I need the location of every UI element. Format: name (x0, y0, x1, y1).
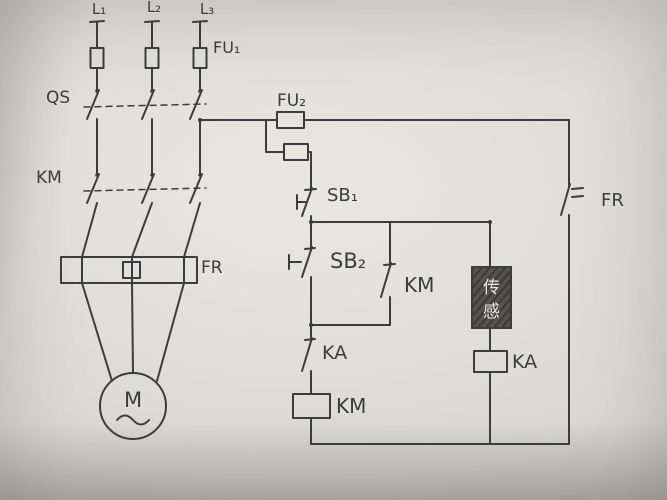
sensor-label-top: 传 (483, 278, 500, 298)
fuse-fu1-symbol (89, 47, 105, 69)
km-blade (86, 173, 100, 204)
motor-symbol: M (99, 372, 167, 440)
sensor-box (471, 266, 512, 329)
thermal-relay-fr-symbol (60, 256, 198, 284)
label-l1: L₁ (92, 0, 106, 18)
phase-line-l1 (81, 20, 113, 382)
fuse-fu2-symbol (276, 111, 305, 129)
km-coil-symbol (292, 393, 331, 419)
label-sb2: SB₂ (330, 249, 366, 273)
km-interlock-dash (83, 187, 207, 192)
label-fu2: FU₂ (277, 91, 306, 111)
qs-blade (86, 89, 100, 120)
phase-line-l3 (156, 20, 208, 382)
qs-blade (141, 89, 155, 120)
label-ka-coil: KA (512, 351, 537, 373)
ka-contact-symbol (301, 324, 316, 395)
control-circuit: 传 感 (198, 111, 584, 445)
label-qs: QS (46, 88, 70, 108)
phase-line-l2 (131, 20, 160, 373)
fr-contact-symbol (560, 119, 584, 445)
label-km-coil: KM (336, 394, 366, 418)
labels: L₁ L₂ L₃ FU₁ QS KM FR FU₂ SB₁ SB₂ KM KA … (36, 0, 624, 418)
motor-letter: M (124, 388, 142, 412)
fuse-fu2b-symbol (283, 143, 309, 161)
label-ka-contact: KA (322, 342, 347, 364)
label-l2: L₂ (147, 0, 161, 16)
sb2-start-button-symbol (288, 246, 316, 326)
label-fr-power: FR (201, 258, 223, 278)
km-aux-contact-symbol (310, 221, 396, 326)
sensor-branch: 传 感 (471, 221, 512, 445)
label-km-main: KM (36, 168, 62, 188)
motor-wave-icon (116, 414, 150, 426)
fuse-fu1-symbol (192, 47, 208, 69)
sensor-label-bottom: 感 (483, 302, 500, 322)
label-sb1: SB₁ (327, 185, 358, 206)
km-blade (141, 173, 155, 204)
label-km-aux: KM (404, 273, 434, 297)
fuse-fu1-symbol (144, 47, 160, 69)
ka-coil-symbol (473, 350, 508, 373)
power-circuit: M (60, 20, 208, 440)
label-l3: L₃ (200, 0, 214, 18)
sb1-stop-button-symbol (296, 187, 317, 249)
motor-circle (99, 372, 167, 440)
label-fu1: FU₁ (213, 38, 240, 57)
qs-interlock-dash (83, 103, 207, 108)
label-fr-contact: FR (601, 190, 624, 211)
